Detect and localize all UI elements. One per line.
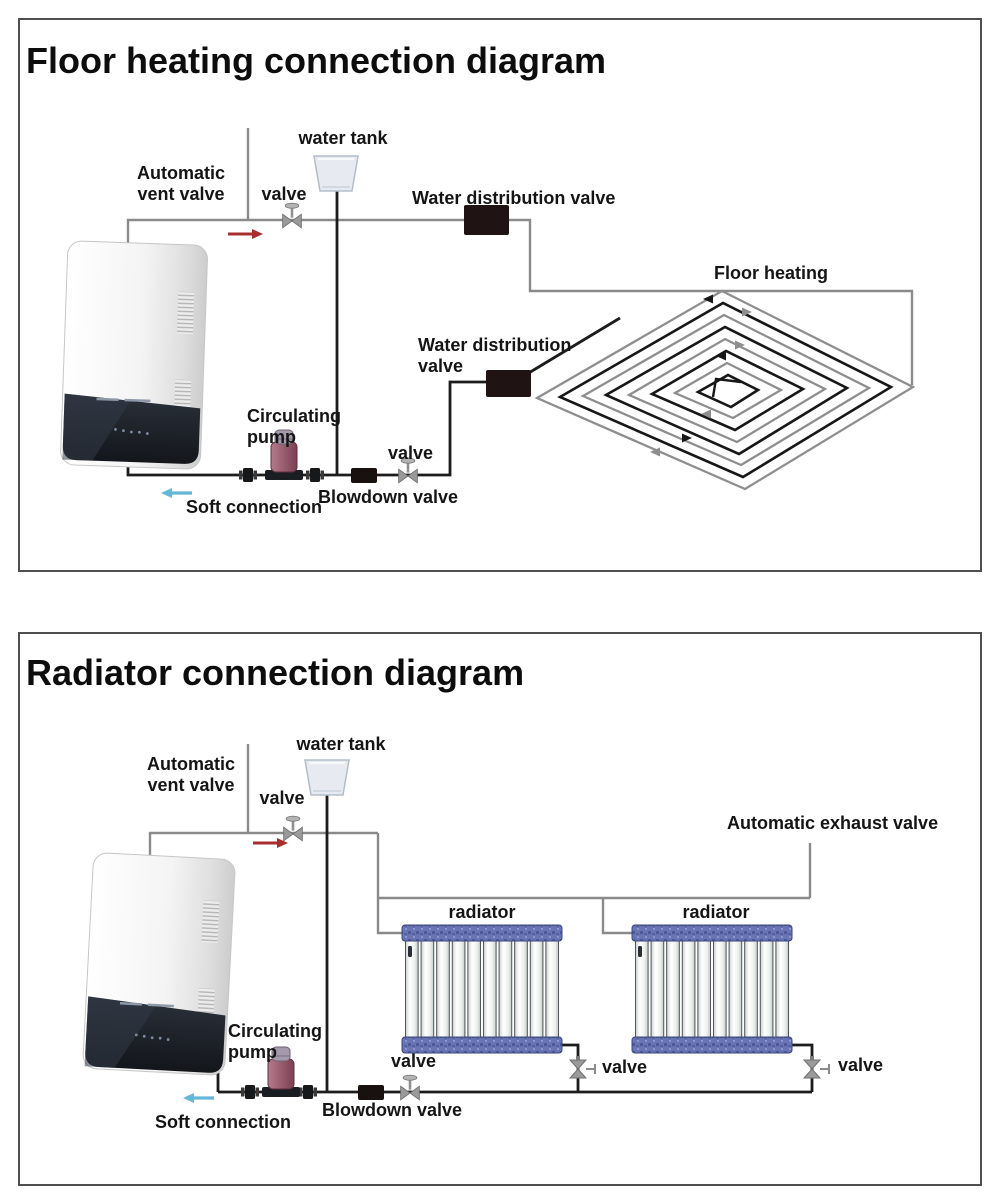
radiator-supply-pipe (148, 744, 812, 935)
valve-icon (282, 202, 302, 229)
water-tank-icon (304, 759, 350, 796)
radiator (631, 924, 793, 1054)
label-automatic-exhaust-valve: Automatic exhaust valve (727, 813, 939, 833)
supply-flow-arrow (253, 838, 288, 848)
label-water-tank: water tank (296, 734, 386, 754)
boiler (82, 852, 236, 1076)
floor-heating-coil (534, 289, 916, 491)
label-water-tank: water tank (298, 128, 388, 148)
radiator-valve-icon (569, 1055, 596, 1079)
flange-icon (241, 1085, 259, 1099)
label-radiator-valve: valve (602, 1057, 648, 1077)
boiler-logo-dots (134, 1033, 170, 1041)
flange-icon (306, 468, 324, 482)
label-radiator: radiator (682, 902, 750, 922)
water-distribution-valve-icon (486, 370, 531, 397)
supply-flow-arrow (228, 229, 263, 239)
label-water-distribution-valve: Water distribution valve (412, 188, 616, 208)
boiler (60, 240, 208, 470)
floor-heating-supply-pipe (126, 128, 914, 385)
label-floor-heating: Floor heating (714, 263, 828, 283)
flange-icon (299, 1085, 317, 1099)
label-blowdown-valve: Blowdown valve (318, 487, 459, 507)
label-blowdown-valve: Blowdown valve (322, 1100, 463, 1120)
flange-icon (239, 468, 257, 482)
label-valve: valve (261, 184, 307, 204)
label-water-distribution-valve: Water distribution valve (418, 335, 572, 376)
valve-icon (400, 1074, 420, 1101)
radiator (401, 924, 563, 1054)
blowdown-valve-icon (351, 468, 377, 483)
boiler-logo-dots (114, 428, 149, 435)
page-title: Radiator connection diagram (26, 652, 525, 693)
radiator-return-pipe (216, 795, 814, 1094)
vent-grille-icon (201, 900, 220, 944)
label-valve: valve (259, 788, 305, 808)
valve-icon (283, 815, 303, 842)
label-circulating-pump: Circulating pump (247, 406, 342, 447)
bleed-valve-icon (638, 946, 642, 957)
label-circulating-pump: Circulating pump (228, 1021, 323, 1062)
blowdown-valve-icon (358, 1085, 384, 1100)
label-valve: valve (390, 1051, 437, 1071)
vent-grille-icon (176, 291, 195, 335)
coil-flow-arrows (650, 294, 752, 457)
page-title: Floor heating connection diagram (26, 40, 607, 81)
return-flow-arrow (183, 1093, 214, 1103)
label-automatic-vent-valve: Automatic vent valve (136, 163, 225, 204)
label-radiator-valve: valve (838, 1055, 884, 1075)
water-distribution-valve-icon (464, 205, 509, 235)
label-automatic-vent-valve: Automatic vent valve (146, 754, 235, 795)
label-valve: valve (387, 443, 434, 463)
return-flow-arrow (161, 488, 192, 498)
label-radiator: radiator (448, 902, 516, 922)
label-soft-connection: Soft connection (186, 497, 322, 517)
radiator-valve-icon (803, 1055, 830, 1079)
label-soft-connection: Soft connection (155, 1112, 291, 1132)
bleed-valve-icon (408, 946, 412, 957)
water-tank-icon (313, 155, 359, 192)
